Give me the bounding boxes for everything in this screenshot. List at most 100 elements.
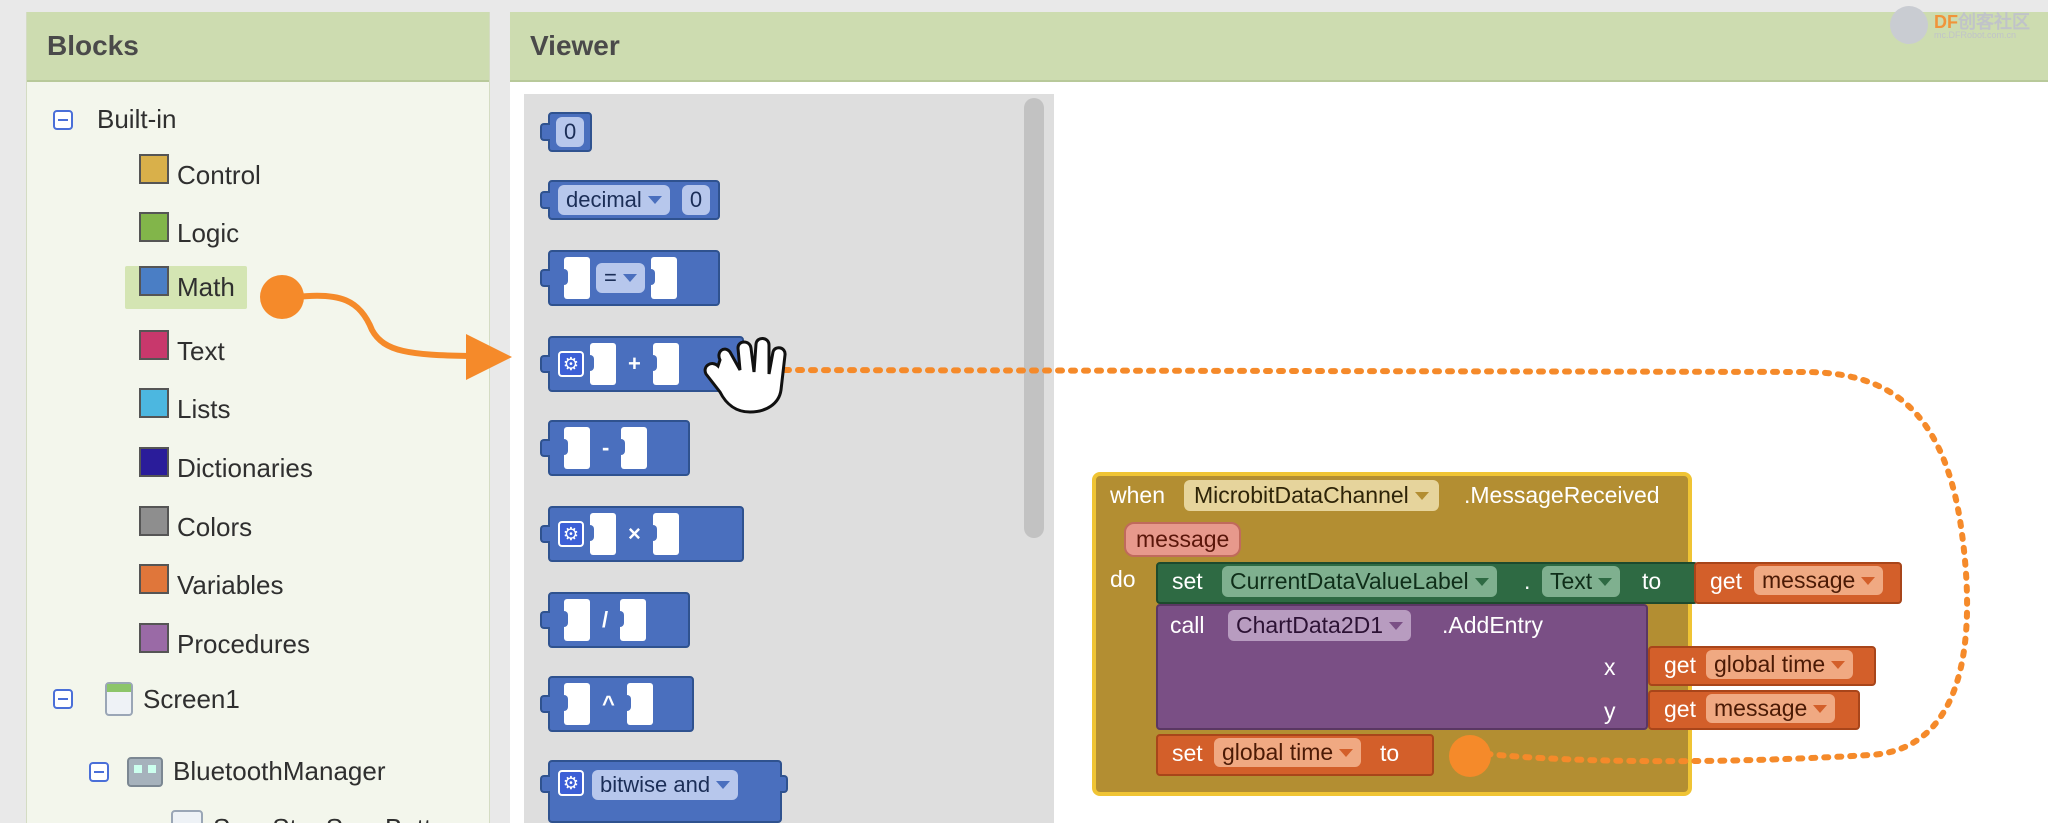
watermark-text: 创客社区 <box>1958 12 2030 32</box>
component-dropdown[interactable]: MicrobitDataChannel <box>1184 480 1439 511</box>
component-name: CurrentDataValueLabel <box>1230 568 1469 594</box>
category-swatch-icon <box>139 211 169 242</box>
chart-component-dropdown[interactable]: ChartData2D1 <box>1228 610 1412 641</box>
category-swatch-icon <box>139 563 169 594</box>
tree-item-screen1[interactable]: Screen1 <box>53 682 240 716</box>
gear-icon[interactable]: ⚙ <box>558 770 584 796</box>
decimal-value-field[interactable]: 0 <box>681 185 711 215</box>
decimal-block[interactable]: decimal 0 <box>540 180 721 220</box>
number-field[interactable]: 0 <box>556 117 585 147</box>
chevron-down-icon <box>1831 660 1846 669</box>
flyout-scrollbar[interactable] <box>1024 98 1044 538</box>
collapse-icon[interactable] <box>53 689 73 709</box>
category-colors[interactable]: Colors <box>139 505 253 543</box>
category-label: Colors <box>177 512 253 542</box>
property-dropdown[interactable]: Text <box>1542 566 1621 597</box>
category-control[interactable]: Control <box>139 153 261 191</box>
dot-separator: . <box>1524 568 1531 594</box>
to-label: to <box>1642 568 1662 594</box>
arrow-head-icon <box>466 334 512 380</box>
chevron-down-icon <box>1414 491 1429 500</box>
compare-op: = <box>604 265 617 290</box>
chevron-down-icon <box>1861 576 1876 585</box>
get-label: get <box>1664 696 1696 722</box>
power-block[interactable]: ^ <box>540 676 694 732</box>
variable-dropdown[interactable]: message <box>1754 566 1884 595</box>
screen-icon <box>105 682 133 716</box>
category-label: Variables <box>177 570 284 600</box>
compare-block[interactable]: = <box>540 250 720 306</box>
compare-dropdown[interactable]: = <box>596 263 645 293</box>
category-swatch-icon <box>139 265 169 296</box>
variable-dropdown[interactable]: global time <box>1214 738 1362 767</box>
category-lists[interactable]: Lists <box>139 387 231 425</box>
category-label: Dictionaries <box>177 453 313 483</box>
do-label: do <box>1110 566 1136 592</box>
subtract-block[interactable]: - <box>540 420 690 476</box>
decimal-dropdown[interactable]: decimal <box>558 185 670 215</box>
category-label: Math <box>177 272 235 302</box>
get-label: get <box>1710 568 1742 594</box>
tree-item-bluetoothmanager[interactable]: BluetoothManager <box>89 756 385 787</box>
variable-dropdown[interactable]: global time <box>1706 650 1854 679</box>
watermark-url: mc.DFRobot.com.cn <box>1934 30 2017 40</box>
watermark-brand: DF创客社区 <box>1934 8 2030 34</box>
number-block[interactable]: 0 <box>540 112 593 152</box>
call-label: call <box>1170 612 1205 638</box>
category-math[interactable]: Math <box>125 265 247 309</box>
bitwise-dropdown[interactable]: bitwise and <box>592 770 739 800</box>
message-param[interactable]: message <box>1124 522 1242 557</box>
component-name: ChartData2D1 <box>1236 612 1384 638</box>
chevron-down-icon <box>1598 577 1613 586</box>
dfrobot-logo-icon <box>1890 6 1928 44</box>
bitwise-block[interactable]: ⚙ bitwise and <box>540 760 788 823</box>
category-logic[interactable]: Logic <box>139 211 240 249</box>
add-op: + <box>628 351 641 376</box>
category-label: Lists <box>177 394 231 424</box>
chevron-down-icon <box>622 274 637 282</box>
category-swatch-icon <box>139 329 169 360</box>
category-label: Logic <box>177 218 240 248</box>
category-label: Procedures <box>177 629 310 659</box>
variable-name: message <box>1762 567 1856 593</box>
category-label: Control <box>177 160 261 190</box>
drag-path-dotted <box>769 367 1971 765</box>
gear-icon[interactable]: ⚙ <box>558 351 584 377</box>
variable-name: global time <box>1222 739 1334 765</box>
tree-item-builtin[interactable]: Built-in <box>53 104 176 135</box>
method-name: .AddEntry <box>1442 612 1543 638</box>
get-label: get <box>1664 652 1696 678</box>
variable-name: message <box>1714 695 1808 721</box>
tree-label: BluetoothManager <box>173 756 386 786</box>
collapse-icon[interactable] <box>89 761 109 782</box>
tree-label: Screen1 <box>143 683 240 714</box>
hand-cursor-icon <box>703 337 787 414</box>
multiply-block[interactable]: ⚙ × <box>540 506 744 562</box>
divide-block[interactable]: / <box>540 592 690 648</box>
category-swatch-icon <box>139 153 169 184</box>
category-label: Text <box>177 336 225 366</box>
variable-dropdown[interactable]: message <box>1706 694 1836 723</box>
chevron-down-icon <box>1389 621 1404 630</box>
multiply-op: × <box>628 521 641 546</box>
blocks-panel-title: Blocks <box>27 12 489 82</box>
add-block[interactable]: ⚙ + <box>540 336 744 392</box>
category-swatch-icon <box>139 622 169 653</box>
decimal-label: decimal <box>566 187 642 212</box>
category-text[interactable]: Text <box>139 329 225 367</box>
when-label: when <box>1110 482 1165 508</box>
chevron-down-icon <box>716 781 731 789</box>
category-dictionaries[interactable]: Dictionaries <box>139 446 313 484</box>
chevron-down-icon <box>1339 748 1354 757</box>
category-swatch-icon <box>139 505 169 536</box>
collapse-icon[interactable] <box>53 109 73 130</box>
gear-icon[interactable]: ⚙ <box>558 521 584 547</box>
category-variables[interactable]: Variables <box>139 563 284 601</box>
tree-item-partial[interactable]: ScanStopScanButton <box>171 810 460 823</box>
watermark-accent: DF <box>1934 12 1958 32</box>
drop-target-marker-icon <box>1449 735 1491 777</box>
category-procedures[interactable]: Procedures <box>139 622 310 660</box>
component-name: MicrobitDataChannel <box>1194 482 1409 508</box>
label-component-dropdown[interactable]: CurrentDataValueLabel <box>1222 566 1497 597</box>
